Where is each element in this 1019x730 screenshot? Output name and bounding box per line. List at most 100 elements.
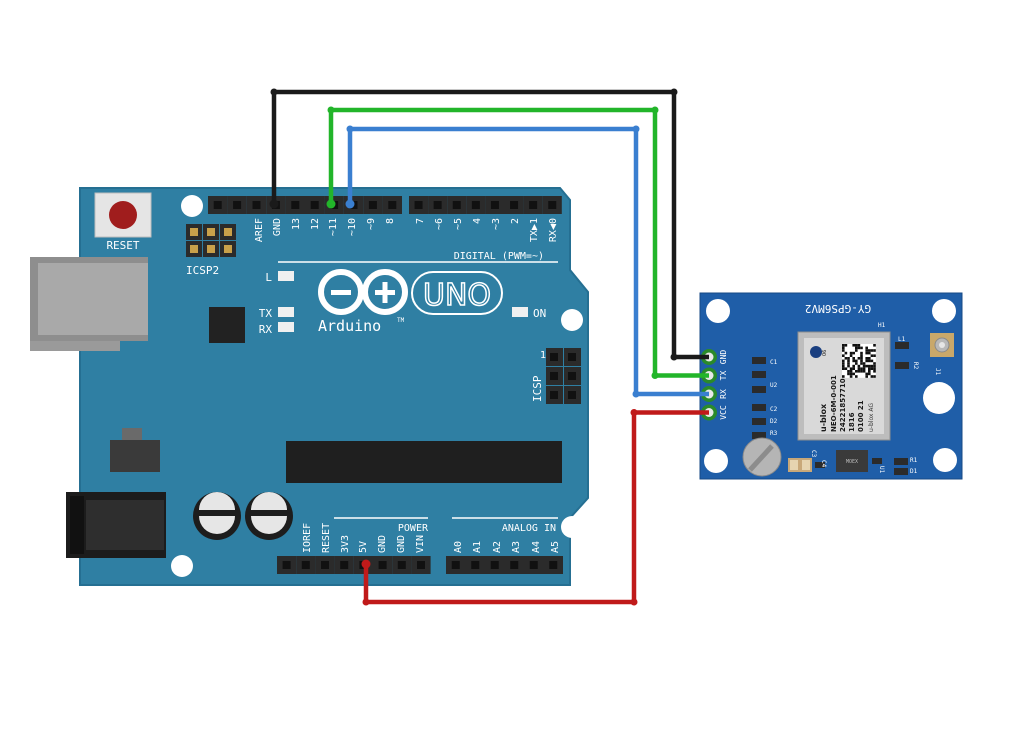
uno-badge: UNO (411, 271, 503, 315)
pin-label: 13 (291, 218, 302, 230)
svg-text:L: L (265, 271, 272, 284)
reset-button[interactable] (94, 192, 152, 238)
arduino-tm: TM (397, 317, 405, 324)
pin-label: GND (377, 535, 388, 553)
gps-mounting-hole (704, 449, 728, 473)
antenna-connector (930, 333, 954, 357)
chip-code1: 1816 (848, 412, 856, 432)
header-pin (428, 196, 448, 214)
icsp-pin (546, 348, 563, 366)
header-pin (466, 196, 486, 214)
pin-label: 12 (310, 218, 321, 230)
header-pin (392, 556, 412, 574)
header-pin (543, 556, 563, 574)
header-pin (315, 556, 335, 574)
gps-mounting-hole (932, 299, 956, 323)
pin-label: GND (396, 535, 407, 553)
chip-maker: u-blox AG (868, 403, 875, 432)
gps-mounting-hole (923, 382, 955, 414)
pin-label: A0 (453, 541, 464, 553)
pin-label: ~11 (328, 218, 339, 236)
header-pin (485, 196, 505, 214)
icsp2-pin (220, 241, 236, 257)
label-r2: R2 (912, 362, 919, 370)
gps-pin-label: VCC (719, 405, 728, 420)
arduino-pcb (79, 187, 589, 586)
header-pin (285, 196, 305, 214)
pin-label: RESET (321, 523, 332, 553)
icsp-header (546, 348, 581, 404)
header-pin (504, 196, 524, 214)
mounting-hole (561, 516, 583, 538)
wire-GND-to-gnd (269, 88, 709, 361)
qr-code (842, 344, 876, 378)
crystal (788, 458, 812, 472)
icsp-pin (546, 367, 563, 385)
header-pin (485, 556, 505, 574)
icsp2-label: ICSP2 (186, 264, 219, 277)
pin-label: 8 (385, 218, 396, 224)
pin-label: ~3 (491, 218, 502, 230)
header-pin (373, 556, 393, 574)
arduino-wordmark: Arduino (318, 317, 381, 335)
power-header (277, 556, 431, 574)
pin-label: A3 (511, 541, 522, 553)
icsp-pin (564, 386, 581, 404)
digital-header-left (208, 196, 402, 214)
wire-pin10-to-rx (345, 125, 709, 398)
label-c3: C3 (810, 450, 817, 458)
header-pin (363, 196, 383, 214)
header-pin (305, 196, 325, 214)
gps-pin-label: GND (719, 350, 728, 365)
chip-serial: 24221857710 (839, 378, 847, 432)
header-pin (277, 556, 297, 574)
svg-text:TX: TX (259, 307, 273, 320)
label-u2: U2 (770, 382, 778, 389)
header-pin (446, 556, 466, 574)
icsp-pin (564, 348, 581, 366)
wire-5V-to-vcc (361, 409, 709, 606)
pin-label: 3V3 (340, 535, 351, 553)
header-pin (208, 196, 228, 214)
power-header-label: POWER (398, 523, 429, 534)
icsp2-pin (186, 241, 202, 257)
capacitor (245, 492, 293, 540)
wires (269, 88, 709, 606)
icsp2-pin (203, 241, 219, 257)
label-r1: R1 (910, 457, 918, 464)
gps-mounting-hole (706, 299, 730, 323)
header-pin (334, 556, 354, 574)
icsp2-pin (186, 224, 202, 240)
header-pin (465, 556, 485, 574)
header-pin (382, 196, 402, 214)
label-r3: R3 (770, 430, 778, 437)
pin-label: ~10 (347, 218, 358, 236)
header-pin (246, 196, 267, 214)
dc-jack (66, 492, 166, 558)
svg-text:ON: ON (533, 307, 546, 320)
pin-label: 2 (510, 218, 521, 224)
svg-text:RX: RX (259, 323, 273, 336)
chip-mark: 06 (822, 350, 828, 356)
analog-header (446, 556, 563, 574)
icsp-label: ICSP (531, 375, 544, 402)
header-pin (411, 556, 431, 574)
pin-label: 7 (415, 218, 426, 224)
usb-chip (209, 307, 245, 343)
icsp-pin (564, 367, 581, 385)
led-tx: TX (259, 307, 294, 320)
arduino-logo: Arduino TM (318, 269, 408, 335)
wire-pin11-to-tx (326, 106, 709, 379)
digital-header-label: DIGITAL (PWM=~) (454, 251, 544, 262)
pin-label: A2 (492, 541, 503, 553)
atmega-chip (286, 441, 562, 483)
pin-label: 5V (358, 541, 369, 553)
header-pin (296, 556, 316, 574)
pin-label: GND (272, 218, 283, 236)
icsp-pin (546, 386, 563, 404)
pin-label: ~6 (434, 218, 445, 230)
